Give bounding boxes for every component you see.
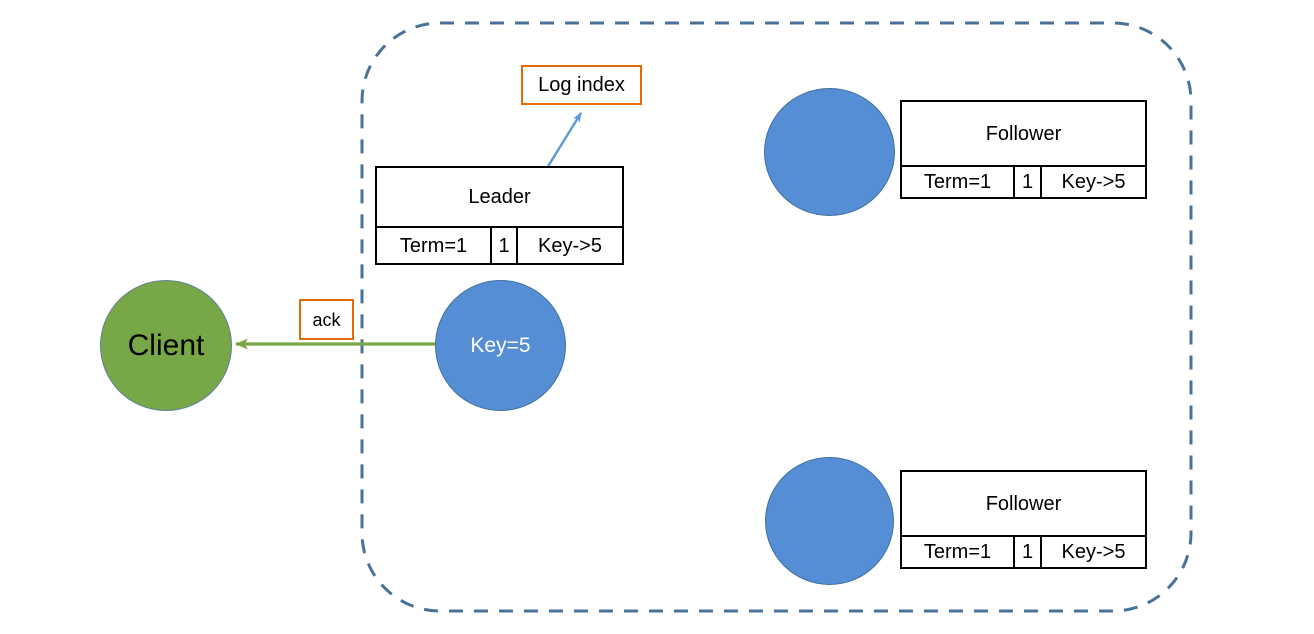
leader-circle: Key=5 (435, 280, 566, 411)
follower-1-role-label: Follower (985, 122, 1062, 145)
ack-callout: ack (299, 299, 354, 340)
follower-2-log-entry-cell: Key->5 (1061, 541, 1126, 563)
follower-2-node-table: Follower Term=1 1 Key->5 (900, 470, 1147, 569)
follower-1-role-row: Follower (902, 102, 1145, 167)
leader-log-term-cell: Term=1 (377, 228, 492, 263)
leader-log-entry-cell: Key->5 (538, 234, 602, 257)
log-index-callout: Log index (521, 65, 642, 105)
follower-2-log-row: Term=1 1 Key->5 (902, 537, 1145, 567)
leader-log-row: Term=1 1 Key->5 (377, 228, 622, 263)
leader-role-label: Leader (468, 186, 531, 208)
follower-1-circle (764, 88, 895, 216)
leader-log-index-cell: 1 (492, 228, 518, 263)
follower-2-log-index-cell: 1 (1015, 537, 1042, 567)
follower-2-circle (765, 457, 894, 585)
follower-1-log-index-cell: 1 (1015, 167, 1042, 197)
leader-node-table: Leader Term=1 1 Key->5 (375, 166, 624, 265)
follower-1-node-table: Follower Term=1 1 Key->5 (900, 100, 1147, 199)
follower-2-log-term-cell: Term=1 (902, 537, 1015, 567)
leader-circle-label: Key=5 (470, 334, 531, 357)
client-label: Client (127, 328, 205, 362)
follower-1-log-term-cell: Term=1 (902, 167, 1015, 197)
follower-1-log-row: Term=1 1 Key->5 (902, 167, 1145, 197)
client-circle: Client (100, 280, 232, 411)
leader-role-row: Leader (377, 168, 622, 228)
follower-1-log-entry-cell: Key->5 (1061, 171, 1126, 193)
follower-2-role-row: Follower (902, 472, 1145, 537)
follower-2-role-label: Follower (985, 492, 1062, 515)
